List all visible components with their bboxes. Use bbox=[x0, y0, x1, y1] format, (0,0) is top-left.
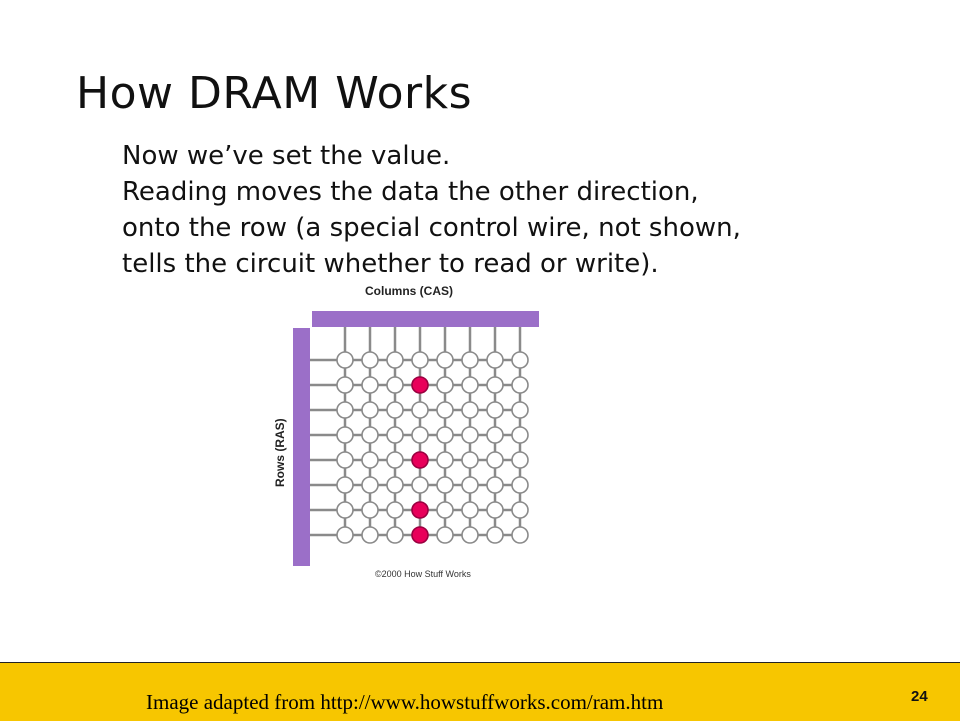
memory-cell bbox=[361, 376, 379, 394]
memory-cell bbox=[486, 351, 504, 369]
memory-cell-charged bbox=[411, 376, 429, 394]
memory-cell bbox=[486, 451, 504, 469]
memory-cell bbox=[511, 476, 529, 494]
memory-cell bbox=[511, 376, 529, 394]
memory-cell bbox=[436, 476, 454, 494]
body-line: Now we’ve set the value. bbox=[122, 141, 451, 171]
memory-cell bbox=[361, 526, 379, 544]
memory-cell bbox=[336, 526, 354, 544]
memory-cell bbox=[436, 376, 454, 394]
rows-label: Rows (RAS) bbox=[273, 418, 287, 487]
memory-cell bbox=[386, 526, 404, 544]
memory-cell bbox=[461, 401, 479, 419]
memory-cell bbox=[486, 401, 504, 419]
memory-cell bbox=[386, 451, 404, 469]
memory-cell bbox=[486, 376, 504, 394]
memory-cell bbox=[361, 476, 379, 494]
memory-cell bbox=[361, 401, 379, 419]
memory-cell bbox=[336, 476, 354, 494]
memory-cell-charged bbox=[411, 451, 429, 469]
memory-cell bbox=[511, 426, 529, 444]
memory-cell bbox=[461, 376, 479, 394]
memory-cell bbox=[361, 451, 379, 469]
memory-cell bbox=[411, 401, 429, 419]
memory-cell bbox=[511, 526, 529, 544]
memory-cell bbox=[411, 351, 429, 369]
image-credit: Image adapted from http://www.howstuffwo… bbox=[146, 690, 664, 714]
memory-cell bbox=[511, 501, 529, 519]
memory-cell bbox=[336, 401, 354, 419]
memory-cell bbox=[486, 501, 504, 519]
row-bus bbox=[293, 328, 310, 566]
slide-title: How DRAM Works bbox=[76, 68, 473, 119]
memory-cell bbox=[511, 451, 529, 469]
memory-cell bbox=[436, 501, 454, 519]
memory-cell bbox=[461, 501, 479, 519]
memory-cell bbox=[461, 426, 479, 444]
memory-cell bbox=[361, 351, 379, 369]
column-bus bbox=[312, 311, 539, 327]
memory-cell bbox=[336, 376, 354, 394]
memory-cell bbox=[486, 426, 504, 444]
memory-cell bbox=[386, 351, 404, 369]
memory-cell bbox=[336, 451, 354, 469]
memory-cell bbox=[386, 401, 404, 419]
memory-cell bbox=[461, 476, 479, 494]
memory-cell bbox=[486, 526, 504, 544]
columns-label: Columns (CAS) bbox=[365, 284, 453, 298]
memory-cell bbox=[386, 426, 404, 444]
slide-body: Now we’ve set the value. Reading moves t… bbox=[122, 138, 942, 282]
memory-cell bbox=[461, 351, 479, 369]
memory-cell bbox=[411, 476, 429, 494]
body-line: tells the circuit whether to read or wri… bbox=[122, 249, 659, 279]
memory-cell bbox=[411, 426, 429, 444]
memory-cell bbox=[386, 501, 404, 519]
memory-cell bbox=[436, 401, 454, 419]
body-line: Reading moves the data the other directi… bbox=[122, 177, 699, 207]
memory-cell bbox=[336, 351, 354, 369]
page-number: 24 bbox=[911, 688, 928, 705]
memory-cell bbox=[436, 526, 454, 544]
dram-diagram: Columns (CAS) Rows (RAS) ©2000 How Stuff… bbox=[260, 282, 560, 586]
memory-cell bbox=[436, 426, 454, 444]
memory-cell-charged bbox=[411, 526, 429, 544]
memory-cell bbox=[486, 476, 504, 494]
memory-cell-charged bbox=[411, 501, 429, 519]
memory-cell bbox=[386, 476, 404, 494]
grid-cells bbox=[336, 351, 529, 544]
memory-cell bbox=[336, 501, 354, 519]
memory-cell bbox=[336, 426, 354, 444]
footer-bar: Image adapted from http://www.howstuffwo… bbox=[0, 662, 960, 721]
copyright-label: ©2000 How Stuff Works bbox=[375, 569, 471, 579]
memory-cell bbox=[511, 351, 529, 369]
memory-cell bbox=[511, 401, 529, 419]
memory-cell bbox=[361, 426, 379, 444]
memory-cell bbox=[461, 451, 479, 469]
dram-grid-figure: Columns (CAS) Rows (RAS) ©2000 How Stuff… bbox=[273, 284, 539, 579]
memory-cell bbox=[436, 351, 454, 369]
memory-cell bbox=[461, 526, 479, 544]
memory-cell bbox=[361, 501, 379, 519]
body-line: onto the row (a special control wire, no… bbox=[122, 213, 741, 243]
memory-cell bbox=[436, 451, 454, 469]
memory-cell bbox=[386, 376, 404, 394]
